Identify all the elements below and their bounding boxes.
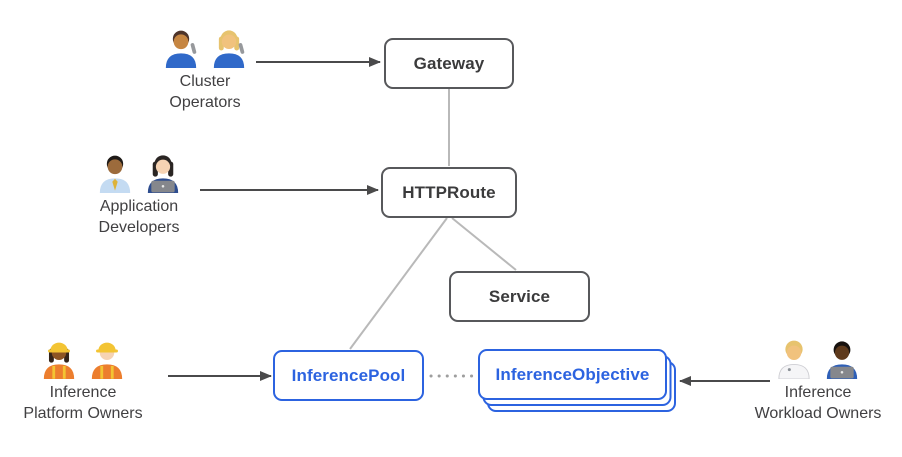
persona-label: Inference Workload Owners [755,382,882,424]
persona-label: Cluster Operators [169,71,240,113]
persona-label-line: Developers [98,219,180,236]
man-mechanic-icon [165,30,197,68]
persona-label-line: Platform Owners [23,405,143,422]
persona-label-line: Workload Owners [754,405,882,422]
node-httproute: HTTPRoute [381,167,517,218]
persona-application-developers: Application Developers [60,151,218,238]
persona-label-line: Inference [784,384,852,401]
node-gateway-label: Gateway [413,53,485,73]
woman-technologist-icon [147,155,179,193]
persona-inference-workload-owners: Inference Workload Owners [737,337,899,424]
persona-avatars [38,337,128,379]
persona-label-line: Inference [49,384,117,401]
persona-cluster-operators: Cluster Operators [126,26,284,113]
node-httproute-label: HTTPRoute [402,182,496,202]
persona-label: Inference Platform Owners [23,382,142,424]
woman-mechanic-icon [213,30,245,68]
node-inferenceobjective-stack: InferenceObjective [478,349,676,412]
node-inferencepool-label: InferencePool [291,365,406,385]
edge-httproute-inferencepool [349,217,448,350]
node-inferenceobjective-label: InferenceObjective [495,364,650,384]
persona-avatars [94,151,184,193]
node-service: Service [449,271,590,322]
persona-avatars [160,26,250,68]
woman-construction-worker-icon [43,342,75,379]
persona-label: Application Developers [99,196,180,238]
health-worker-icon [778,340,810,379]
node-gateway: Gateway [384,38,514,89]
node-service-label: Service [488,286,551,306]
persona-inference-platform-owners: Inference Platform Owners [3,337,163,424]
man-technologist-icon [826,341,858,379]
node-inferencepool: InferencePool [273,350,424,401]
persona-label-line: Operators [169,94,241,111]
node-inferenceobjective: InferenceObjective [478,349,667,400]
persona-label-line: Application [99,198,179,215]
edge-httproute-service [451,217,517,271]
persona-avatars [773,337,863,379]
man-office-worker-icon [99,155,131,193]
persona-label-line: Cluster [179,73,231,90]
man-construction-worker-icon [91,342,123,379]
